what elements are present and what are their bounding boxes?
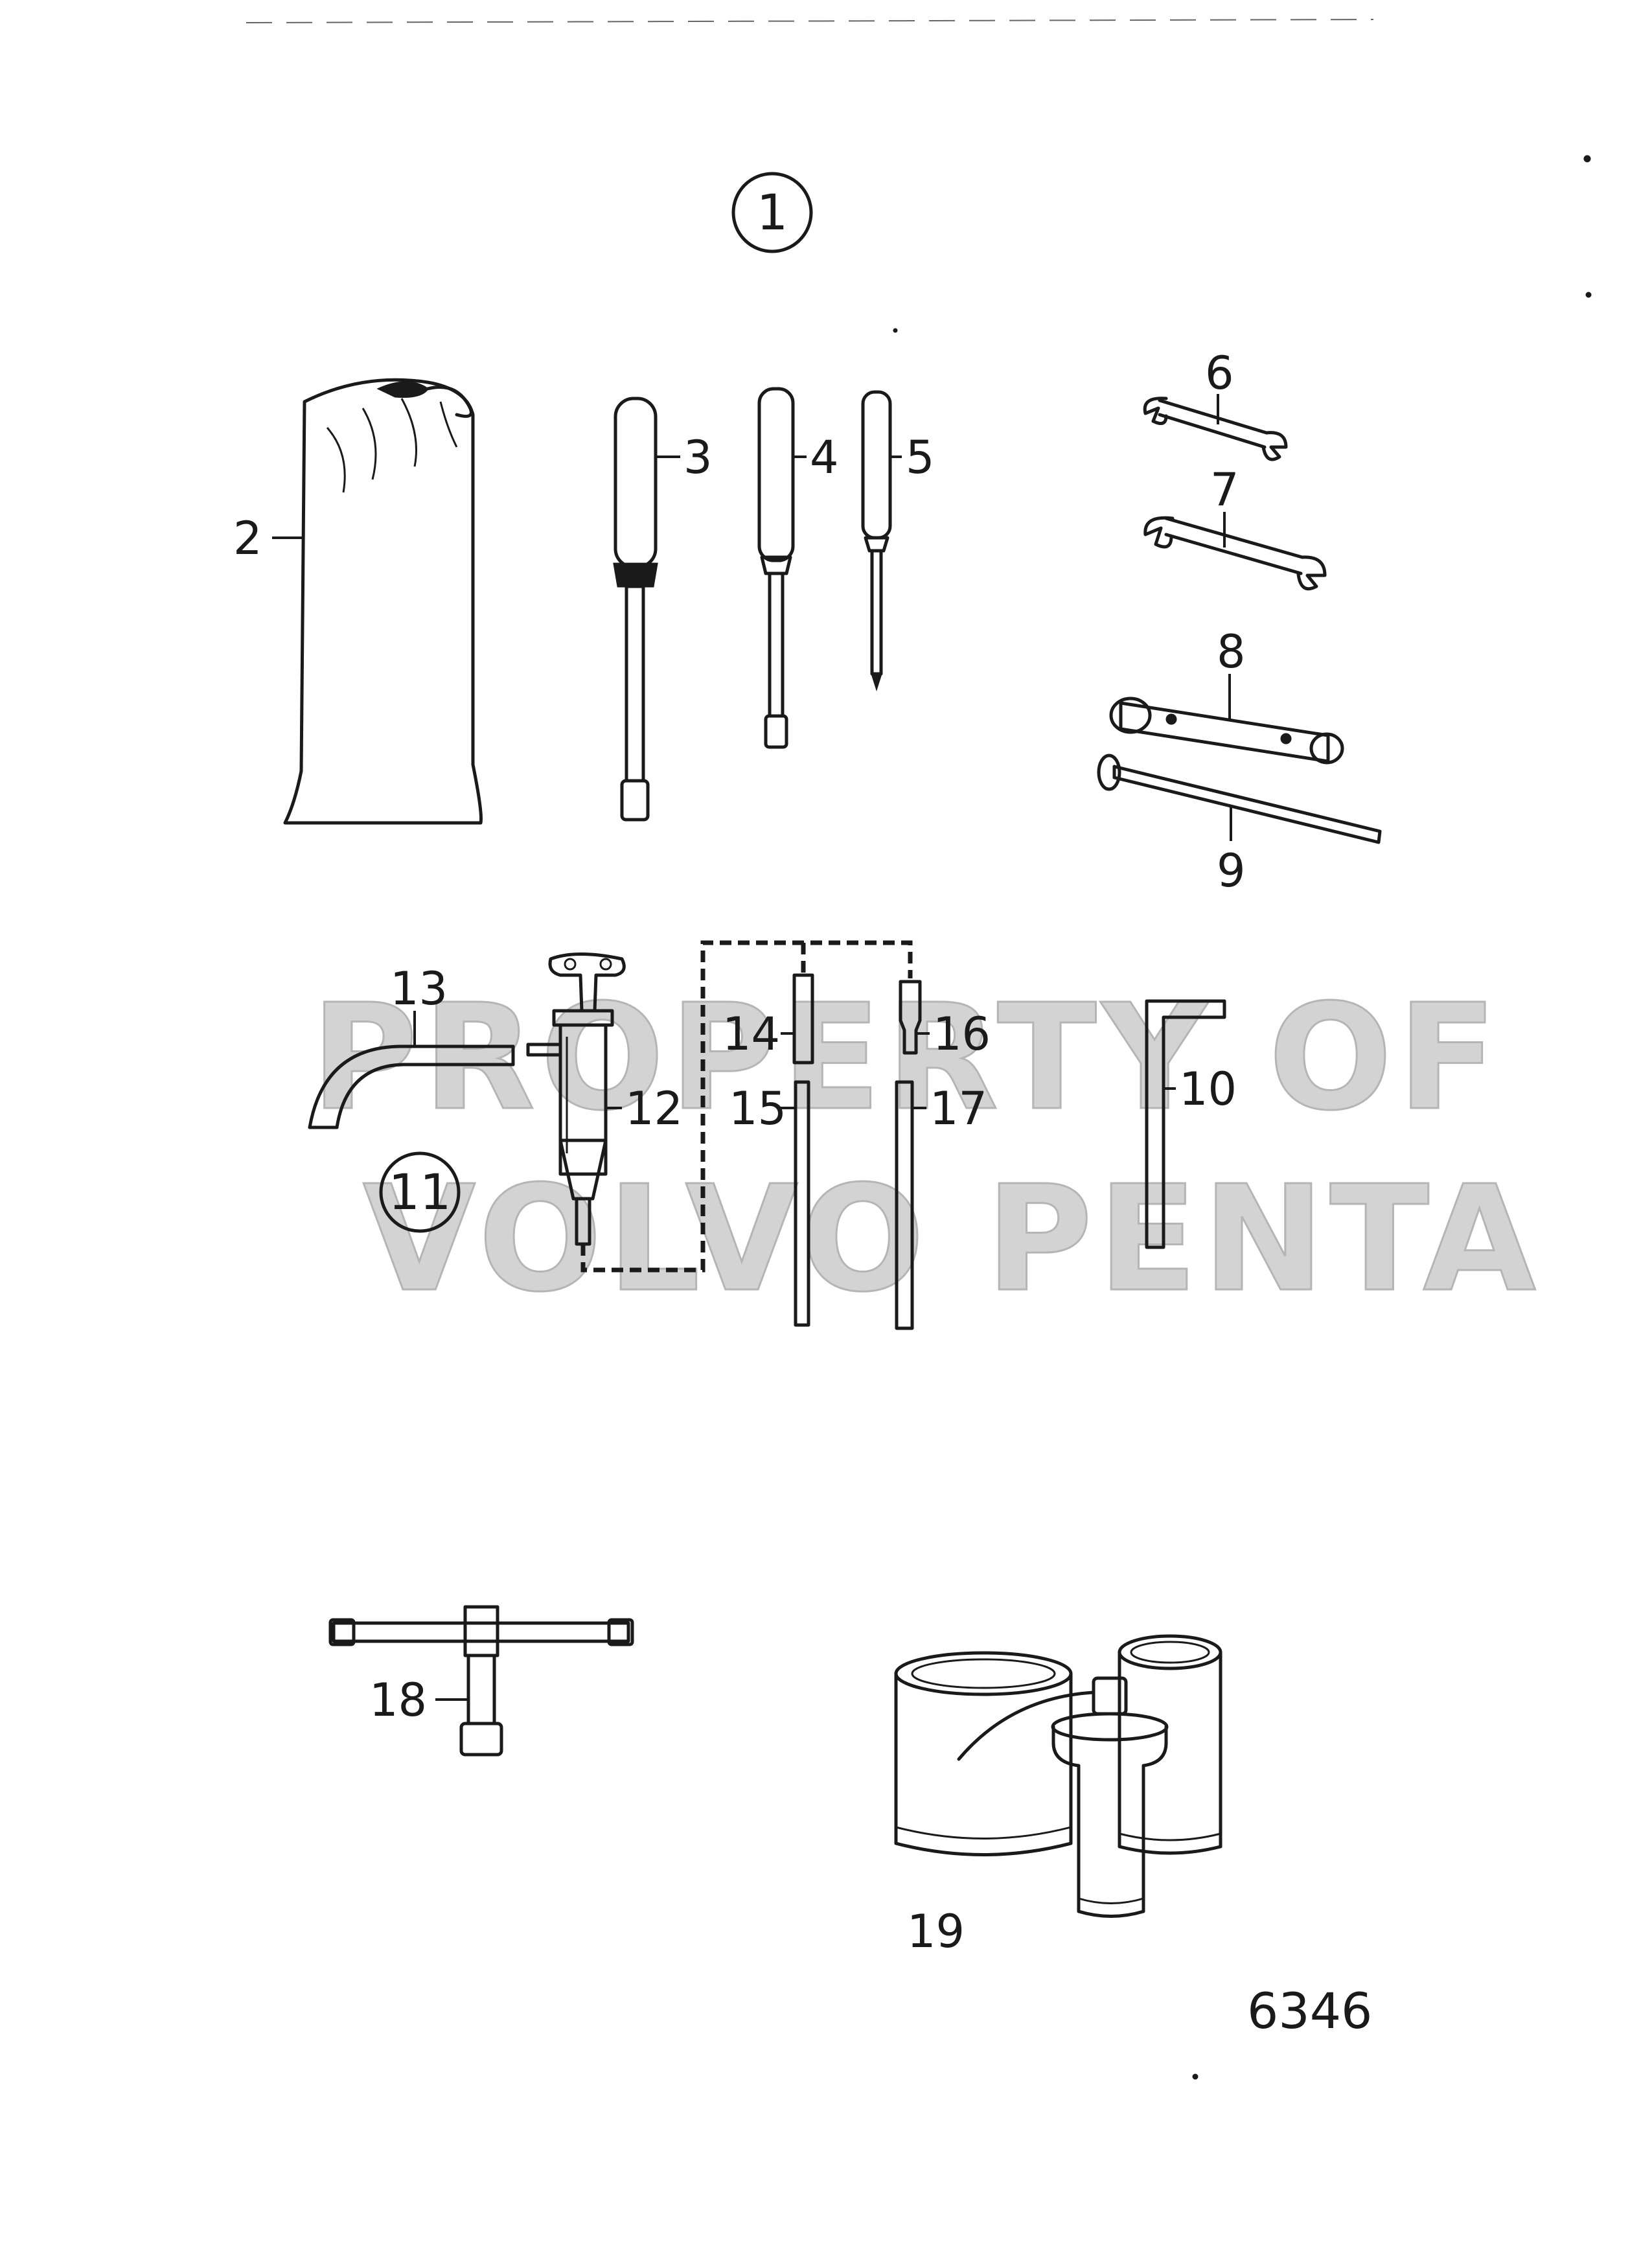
- callout-7: 7: [1210, 463, 1239, 516]
- callout-13: 13: [390, 962, 448, 1015]
- extension-tube-17: [895, 1080, 914, 1330]
- figure-number: 1: [757, 183, 788, 241]
- paint-cans-and-sprays: [894, 1634, 1222, 1918]
- figure-number-badge: 1: [731, 172, 813, 253]
- box-spanner: [1109, 697, 1344, 765]
- callout-5: 5: [906, 431, 935, 484]
- screwdriver-medium: [757, 387, 795, 749]
- wrench-open-end-large: [1143, 516, 1327, 591]
- watermark: PROPERTY OF VOLVO PENTA: [310, 973, 1541, 1326]
- tommy-bar: [1097, 754, 1382, 844]
- watermark-line-1: PROPERTY OF: [311, 973, 1502, 1143]
- scan-specks: [893, 155, 1592, 2080]
- callout-17: 17: [930, 1082, 987, 1135]
- hex-key: [1145, 999, 1226, 1249]
- group-number: 11: [389, 1163, 452, 1221]
- screwdriver-small: [861, 390, 892, 691]
- tool-bag: [283, 378, 483, 825]
- callout-3: 3: [683, 431, 713, 484]
- wrench-open-end-small: [1143, 397, 1288, 461]
- accessory-dashed-bracket: [580, 940, 913, 1273]
- callout-4: 4: [810, 431, 839, 484]
- nozzle-16: [899, 980, 922, 1055]
- callout-19: 19: [907, 1905, 965, 1958]
- callout-2: 2: [233, 512, 262, 565]
- scan-top-edge: [246, 19, 1374, 23]
- grease-pump: [526, 952, 626, 1246]
- callout-6: 6: [1205, 347, 1234, 400]
- callout-10: 10: [1179, 1063, 1237, 1116]
- callout-9: 9: [1217, 844, 1246, 897]
- callout-12: 12: [625, 1082, 683, 1135]
- callout-8: 8: [1217, 625, 1246, 678]
- callout-labels: 2 3 4 5 6 7 8 9 10 12 13 14 15 16 17 18 …: [233, 347, 1372, 2040]
- callout-15: 15: [729, 1082, 786, 1135]
- drawing-number: 6346: [1247, 1982, 1372, 2040]
- extension-tube-15: [794, 1080, 810, 1327]
- group-number-badge: 11: [379, 1151, 461, 1233]
- nozzle-14: [792, 973, 814, 1065]
- callout-16: 16: [933, 1008, 991, 1061]
- callout-18: 18: [369, 1674, 427, 1727]
- t-handle-wrench: [328, 1605, 634, 1757]
- watermark-line-2: VOLVO PENTA: [363, 1155, 1541, 1324]
- screwdriver-large: [613, 397, 658, 822]
- bent-hose: [308, 1044, 515, 1129]
- callout-14: 14: [722, 1008, 780, 1061]
